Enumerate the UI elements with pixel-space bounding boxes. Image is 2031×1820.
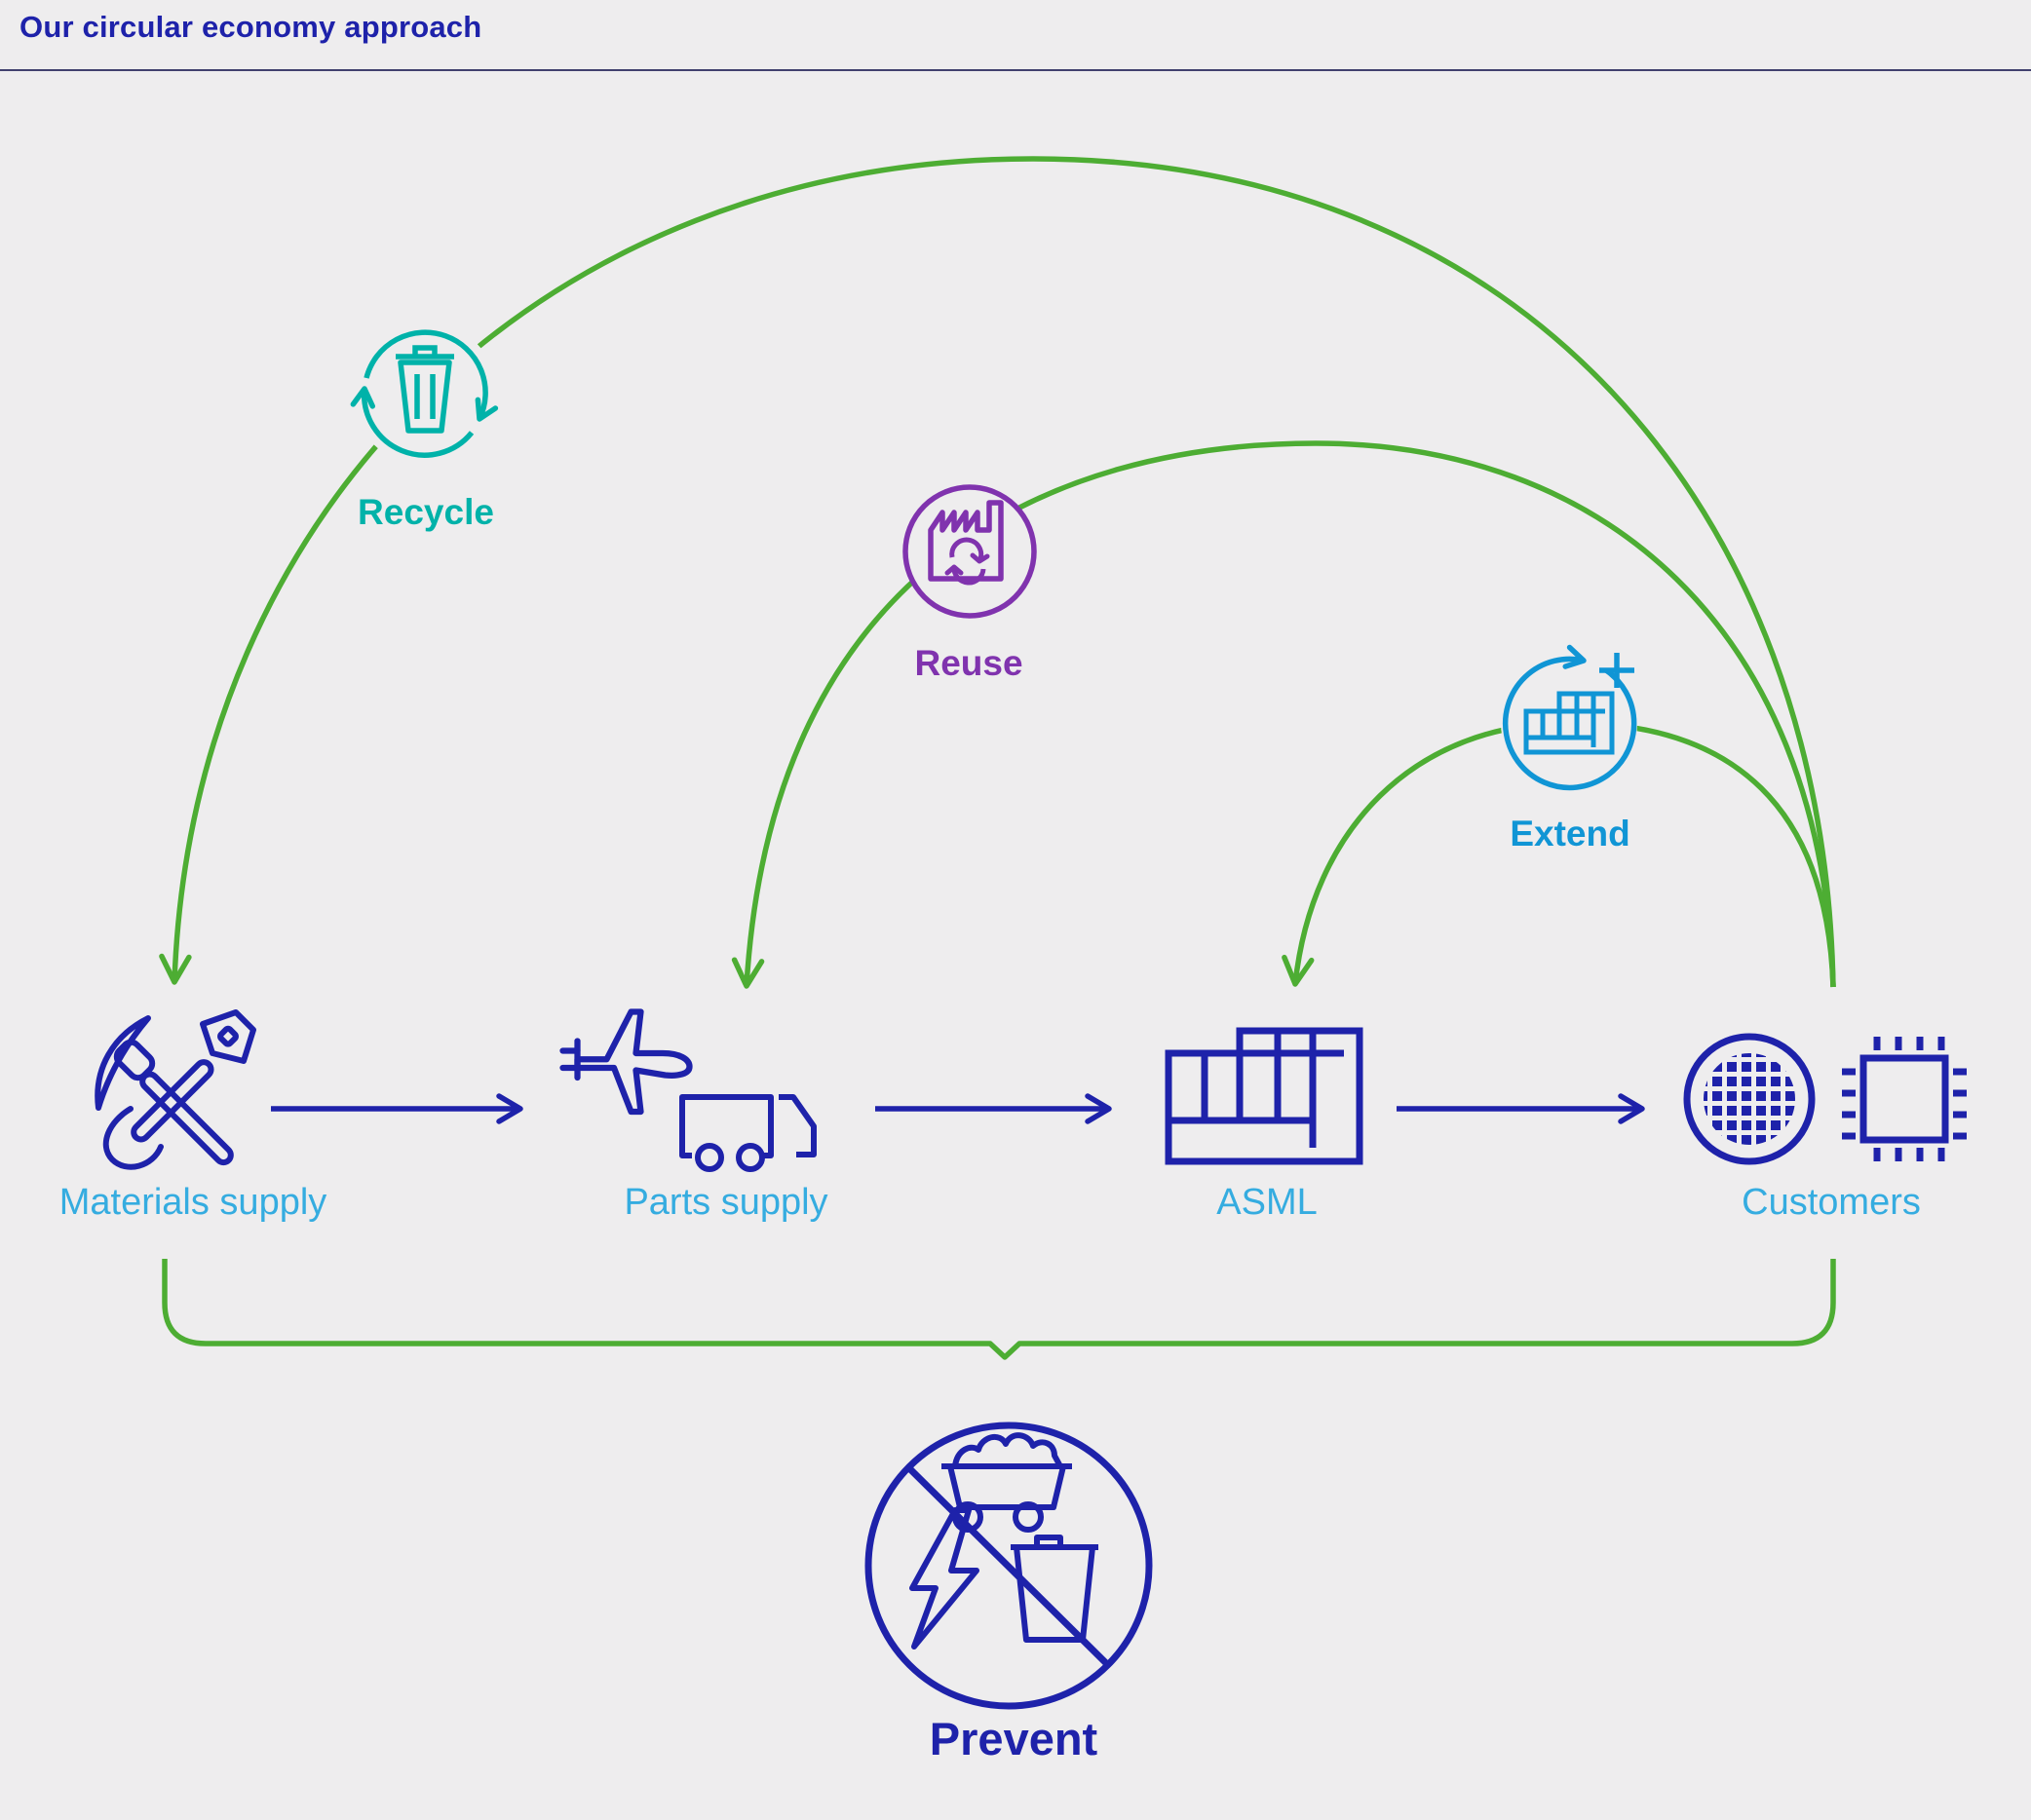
- customers-label: Customers: [1742, 1182, 1921, 1223]
- prevent-bracket: [162, 1259, 1836, 1360]
- materials-supply-label: Materials supply: [58, 1182, 327, 1223]
- lithography-machine-icon: [1165, 1027, 1363, 1165]
- page-title: Our circular economy approach: [19, 10, 482, 44]
- extend-machine-icon: [1501, 644, 1637, 791]
- plane-truck-icon: [559, 1008, 817, 1172]
- arc-reuse-customers-to-parts: [731, 440, 1836, 989]
- prevent-no-waste-icon: [864, 1422, 1153, 1710]
- recycle-label: Recycle: [358, 492, 494, 532]
- reuse-label: Reuse: [914, 643, 1023, 683]
- extend-label: Extend: [1510, 814, 1630, 853]
- plus-icon: [1599, 653, 1634, 688]
- title-divider: [0, 69, 2031, 71]
- reuse-factory-icon: [902, 484, 1037, 619]
- prevent-label: Prevent: [929, 1713, 1098, 1764]
- arc-recycle-customers-to-materials: [159, 156, 1836, 988]
- wafer-icon: [1683, 1033, 1816, 1165]
- chip-icon: [1842, 1037, 1967, 1161]
- parts-supply-label: Parts supply: [624, 1182, 828, 1223]
- asml-label: ASML: [1216, 1182, 1318, 1223]
- recycle-bin-icon: [350, 322, 499, 466]
- pickaxe-shovel-icon: [95, 1009, 256, 1170]
